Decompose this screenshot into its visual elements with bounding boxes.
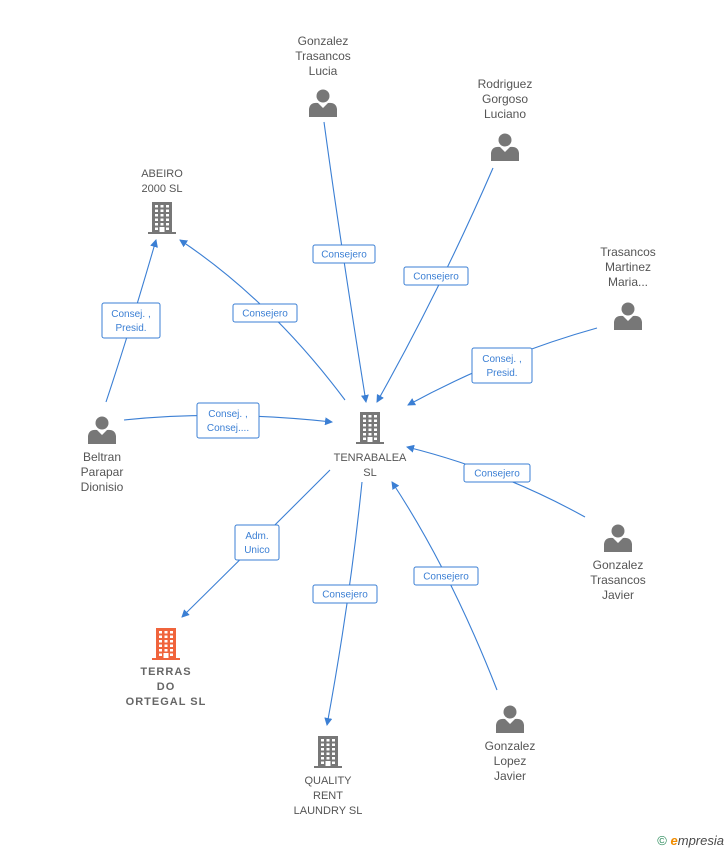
edge-label[interactable]: Adm. Unico — [234, 524, 280, 561]
node-label: RENT — [313, 790, 343, 802]
node-label: Maria... — [608, 275, 648, 289]
node-label: Gonzalez — [593, 558, 644, 572]
edge-label-box — [196, 402, 260, 439]
edge-label-text: Consej. , — [482, 354, 521, 365]
edge-label-text: Adm. — [245, 531, 268, 542]
building-icon — [314, 736, 342, 768]
node-label: Gonzalez — [485, 739, 536, 753]
edge-label-text: Consej.... — [207, 423, 249, 434]
edge-label-text: Presid. — [486, 368, 517, 379]
node-label: TERRAS — [140, 666, 191, 678]
edge-label-box — [232, 303, 298, 323]
edge-label[interactable]: Consejero — [463, 463, 531, 483]
edge-line — [391, 481, 498, 691]
node-label: Luciano — [484, 107, 526, 121]
person-icon — [491, 133, 519, 161]
edge-label-text: Consejero — [423, 572, 469, 583]
edge-label-box — [312, 244, 376, 264]
edge-center-to-quality: Consejero — [312, 481, 378, 726]
edge-beltran-to-center: Consej. , Consej.... — [123, 402, 333, 439]
node-quality[interactable]: QUALITY RENT LAUNDRY SL — [294, 736, 363, 817]
brand-name: mpresia — [677, 833, 724, 848]
node-label: Rodriguez — [478, 77, 533, 91]
node-label: Gonzalez — [298, 34, 349, 48]
edge-luciano-to-center: Consejero — [376, 167, 494, 403]
edge-label-box — [403, 266, 469, 286]
node-label: Lopez — [494, 754, 527, 768]
person-icon — [604, 524, 632, 552]
node-label: Javier — [494, 769, 526, 783]
edge-label-text: Unico — [244, 545, 270, 556]
node-center[interactable]: TENRABALEA SL — [334, 412, 407, 479]
edge-label-text: Consejero — [322, 590, 368, 601]
node-label: Martinez — [605, 260, 651, 274]
copyright-symbol: © — [657, 833, 667, 848]
node-label: Lucia — [309, 64, 338, 78]
node-label: ABEIRO — [141, 168, 183, 180]
edge-label[interactable]: Consejero — [312, 244, 376, 264]
edge-javier_l-to-center: Consejero — [391, 481, 498, 691]
building-icon — [148, 202, 176, 234]
edge-label-box — [463, 463, 531, 483]
edge-maria-to-center: Consej. , Presid. — [407, 327, 598, 406]
edge-label-box — [471, 347, 533, 384]
node-label: SL — [363, 467, 376, 479]
node-abeiro[interactable]: ABEIRO 2000 SL — [141, 168, 183, 234]
brand-logo-e: e — [670, 833, 678, 848]
edge-center-to-abeiro: Consejero — [179, 239, 346, 401]
edge-label[interactable]: Consejero — [413, 566, 479, 586]
edge-label-text: Consejero — [321, 250, 367, 261]
edge-label[interactable]: Consej. , Consej.... — [196, 402, 260, 439]
building-icon — [356, 412, 384, 444]
edge-label[interactable]: Consej. , Presid. — [101, 302, 161, 339]
person-icon — [309, 89, 337, 117]
edge-label-text: Consejero — [413, 272, 459, 283]
node-label: TENRABALEA — [334, 452, 407, 464]
node-label: Gorgoso — [482, 92, 528, 106]
edge-center-to-terras: Adm. Unico — [181, 469, 331, 618]
node-label: Parapar — [81, 465, 124, 479]
person-icon — [614, 302, 642, 330]
edge-line — [376, 167, 494, 403]
building-icon — [152, 628, 180, 660]
edge-label[interactable]: Consej. , Presid. — [471, 347, 533, 384]
footer-credit: © empresia — [657, 833, 724, 848]
edge-label[interactable]: Consejero — [312, 584, 378, 604]
node-label: Trasancos — [590, 573, 646, 587]
edge-beltran-to-abeiro: Consej. , Presid. — [101, 239, 161, 403]
node-terras[interactable]: TERRAS DO ORTEGAL SL — [126, 628, 207, 708]
node-label: Dionisio — [81, 480, 124, 494]
edge-label-text: Consejero — [242, 309, 288, 320]
person-icon — [88, 416, 116, 444]
edge-label[interactable]: Consejero — [232, 303, 298, 323]
edge-label-text: Presid. — [115, 323, 146, 334]
node-label: QUALITY — [304, 775, 352, 787]
node-maria[interactable]: TrasancosMartinezMaria... — [600, 245, 656, 330]
edge-javier_t-to-center: Consejero — [406, 444, 586, 518]
node-label: 2000 SL — [142, 183, 183, 195]
node-label: Trasancos — [295, 49, 351, 63]
edge-label-box — [101, 302, 161, 339]
edge-label-box — [234, 524, 280, 561]
node-label: ORTEGAL SL — [126, 696, 207, 708]
edge-label[interactable]: Consejero — [403, 266, 469, 286]
person-icon — [496, 705, 524, 733]
edge-label-text: Consejero — [474, 469, 520, 480]
node-label: LAUNDRY SL — [294, 805, 363, 817]
edge-label-box — [413, 566, 479, 586]
node-label: Beltran — [83, 450, 121, 464]
edge-label-box — [312, 584, 378, 604]
node-label: Javier — [602, 588, 634, 602]
edge-label-text: Consej. , — [111, 309, 150, 320]
edge-label-text: Consej. , — [208, 409, 247, 420]
node-label: DO — [157, 681, 176, 693]
edge-lucia-to-center: Consejero — [312, 121, 376, 403]
node-label: Trasancos — [600, 245, 656, 259]
